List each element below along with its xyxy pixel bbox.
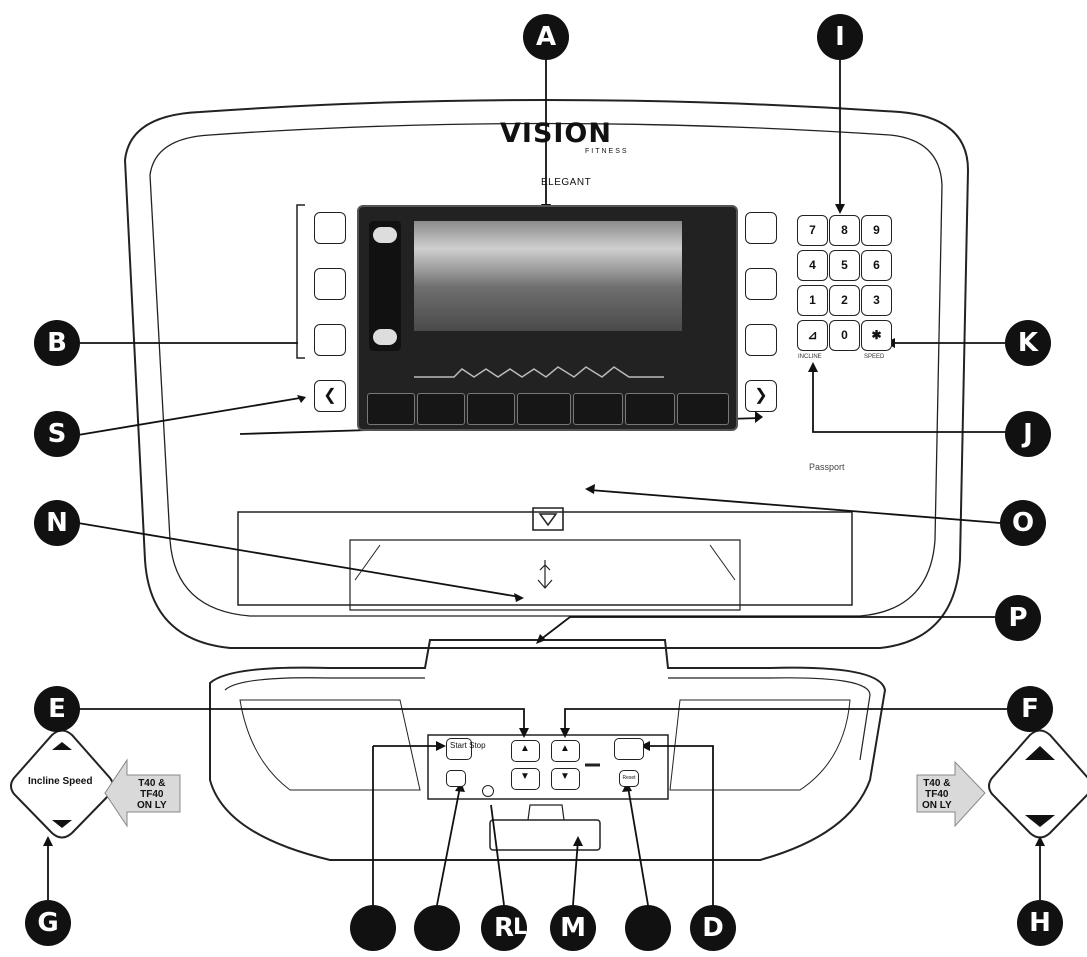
up-arrow-icon (373, 227, 397, 243)
metric-tile-6 (625, 393, 675, 425)
right-tag-line2: TF40 (925, 789, 949, 800)
start-stop-button[interactable] (446, 738, 472, 760)
right-screen-button-2[interactable] (745, 268, 777, 300)
incline-icon: ⊿ (807, 328, 818, 342)
display-button[interactable] (614, 738, 644, 760)
right-model-tag: T40 & TF40 ON LY (922, 778, 952, 811)
metric-tile-1 (367, 393, 415, 425)
metric-tile-7 (677, 393, 729, 425)
speed-up-button[interactable]: ▲ (551, 740, 580, 762)
right-screen-button-1[interactable] (745, 212, 777, 244)
scenery-video (414, 221, 682, 331)
keypad-key-4[interactable]: 4 (797, 250, 828, 281)
callout-h: H (1017, 900, 1063, 946)
scroll-right-button[interactable]: ❯ (745, 380, 777, 412)
callout-r: R (481, 905, 527, 951)
metric-tile-3 (467, 393, 515, 425)
left-tag-line1: T40 & (138, 778, 166, 789)
left-tag-line2: TF40 (140, 789, 164, 800)
incline-caption: INCLINE (798, 354, 822, 360)
callout-k: K (1005, 320, 1051, 366)
speed-caption: SPEED (864, 354, 885, 360)
callout-g: G (25, 900, 71, 946)
incline-up-button[interactable]: ▲ (511, 740, 540, 762)
callout-blank-2 (414, 905, 460, 951)
keypad-key-9[interactable]: 9 (861, 215, 892, 246)
callout-s: S (34, 411, 80, 457)
left-screen-button-1[interactable] (314, 212, 346, 244)
callout-f: F (1007, 686, 1053, 732)
keypad-key-3[interactable]: 3 (861, 285, 892, 316)
runner-icon: ✱ (871, 328, 882, 342)
callout-blank-3 (625, 905, 671, 951)
brand-logo: VISION (500, 118, 612, 149)
model-name: ELEGANT (541, 177, 592, 188)
left-rail (369, 221, 401, 351)
keypad-key-2[interactable]: 2 (829, 285, 860, 316)
profile-graph (414, 366, 664, 378)
metric-tile-2 (417, 393, 465, 425)
chevron-down-icon: ▼ (520, 771, 530, 782)
chevron-down-icon: ▼ (560, 771, 570, 782)
right-tag-line3: ON LY (922, 800, 952, 811)
incline-speed-label: Incline Speed (28, 776, 93, 787)
reset-button[interactable]: Reset (619, 770, 639, 787)
callout-o: O (1000, 500, 1046, 546)
callout-blank-1 (350, 905, 396, 951)
incline-down-button[interactable]: ▼ (511, 768, 540, 790)
down-arrow-icon (373, 329, 397, 345)
start-stop-label: Start Stop (450, 741, 486, 750)
chevron-up-icon: ▲ (560, 743, 570, 754)
keypad-key-5[interactable]: 5 (829, 250, 860, 281)
callout-b: B (34, 320, 80, 366)
callout-l: L (512, 915, 527, 940)
right-screen-button-3[interactable] (745, 324, 777, 356)
left-screen-button-3[interactable] (314, 324, 346, 356)
brand-sub: FITNESS (585, 148, 629, 155)
left-tag-line3: ON LY (137, 800, 167, 811)
callout-m: M (550, 905, 596, 951)
callout-e: E (34, 686, 80, 732)
metric-tile-5 (573, 393, 623, 425)
keypad-speed-key[interactable]: ✱ (861, 320, 892, 351)
passport-logo: Passport (809, 462, 845, 472)
display-screen (357, 205, 738, 431)
left-screen-button-2[interactable] (314, 268, 346, 300)
metric-tile-4 (517, 393, 571, 425)
left-model-tag: T40 & TF40 ON LY (137, 778, 167, 811)
keypad-key-8[interactable]: 8 (829, 215, 860, 246)
right-tag-line1: T40 & (923, 778, 951, 789)
keypad-key-1[interactable]: 1 (797, 285, 828, 316)
chevron-right-icon: ❯ (754, 387, 768, 404)
chevron-left-icon: ❮ (323, 387, 337, 404)
callout-d: D (690, 905, 736, 951)
heart-rate-indicator (482, 785, 494, 797)
callout-j: J (1005, 411, 1051, 457)
callout-i: I (817, 14, 863, 60)
scroll-left-button[interactable]: ❮ (314, 380, 346, 412)
keypad-key-6[interactable]: 6 (861, 250, 892, 281)
chevron-up-icon: ▲ (520, 743, 530, 754)
keypad-incline-key[interactable]: ⊿ (797, 320, 828, 351)
callout-a: A (523, 14, 569, 60)
keypad-key-0[interactable]: 0 (829, 320, 860, 351)
left-small-button[interactable] (446, 770, 466, 787)
keypad-key-7[interactable]: 7 (797, 215, 828, 246)
callout-p: P (995, 595, 1041, 641)
callout-n: N (34, 500, 80, 546)
speed-down-button[interactable]: ▼ (551, 768, 580, 790)
